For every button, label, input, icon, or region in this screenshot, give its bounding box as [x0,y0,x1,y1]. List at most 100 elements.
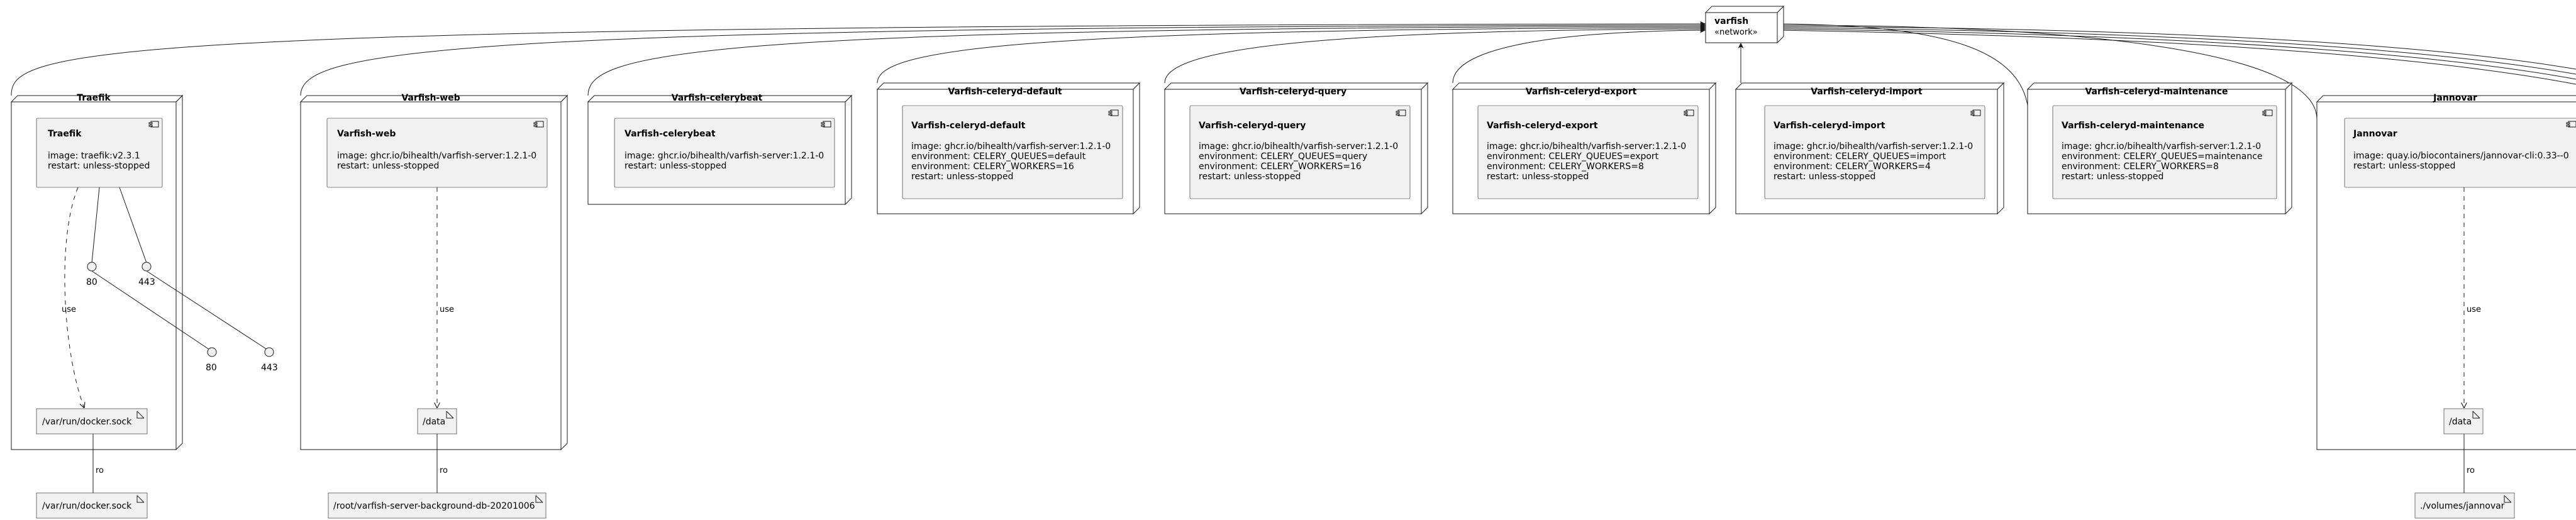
use-label: use [2467,305,2481,314]
port-label: 443 [138,277,155,287]
component-icon [148,121,159,128]
component-traefik: Traefik image: traefik:v2.3.1 restart: u… [36,118,163,188]
port-interface [87,262,97,272]
component-line: environment: CELERY_WORKERS=8 [1487,162,1644,172]
node-title: Varfish-celeryd-default [948,87,1062,97]
component-line: restart: unless-stopped [1199,172,1301,182]
node-title: Varfish-web [401,93,460,103]
component-icon [533,121,544,128]
component-line: restart: unless-stopped [1774,172,1875,182]
outer-port-interface [264,347,274,357]
port-interface [142,262,152,272]
node-traefik: Traefik Traefik image: traefik:v2.3.1 re… [10,93,184,451]
component-icon [2262,109,2273,116]
mount-label: ro [96,466,104,475]
node-title: Traefik [77,93,111,103]
volume-artifact: /data [2443,408,2484,434]
component-name: Varfish-celerybeat [625,129,716,139]
component-varfish-celeryd-default: Varfish-celeryd-default image: ghcr.io/b… [902,105,1123,199]
component-line: environment: CELERY_QUEUES=maintenance [2062,152,2263,162]
component-name: Traefik [48,129,82,139]
component-name: Varfish-celeryd-default [911,121,1026,131]
node-varfish-web: Varfish-web Varfish-web image: ghcr.io/b… [299,93,569,451]
component-icon [1684,109,1694,116]
node-title: Varfish-celeryd-maintenance [2085,87,2228,97]
component-varfish-celeryd-export: Varfish-celeryd-export image: ghcr.io/bi… [1477,105,1699,199]
component-name: Jannovar [2353,129,2397,139]
component-line: image: ghcr.io/bihealth/varfish-server:1… [2062,141,2261,152]
component-varfish-celeryd-import: Varfish-celeryd-import image: ghcr.io/bi… [1764,105,1985,199]
outer-port-label: 443 [261,363,278,373]
component-name: Varfish-celeryd-import [1774,121,1885,131]
component-line: environment: CELERY_WORKERS=8 [2062,162,2219,172]
node-varfish-celeryd-query: Varfish-celeryd-query Varfish-celeryd-qu… [1163,82,1429,215]
host-volume-artifact: /var/run/docker.sock [36,492,148,519]
mount-label: ro [440,466,448,475]
node-title: Varfish-celeryd-import [1811,87,1923,97]
component-varfish-celeryd-query: Varfish-celeryd-query image: ghcr.io/bih… [1189,105,1411,199]
component-line: image: quay.io/biocontainers/jannovar-cl… [2353,151,2569,161]
network-node-varfish: varfish «network» [1704,5,1785,44]
host-volume-path: /root/varfish-server-background-db-20201… [333,501,535,511]
host-volume-artifact: ./volumes/jannovar [2414,492,2515,519]
component-name: Varfish-celeryd-query [1199,121,1306,131]
component-varfish-celerybeat: Varfish-celerybeat image: ghcr.io/biheal… [614,118,835,188]
component-icon [1970,109,1981,116]
outer-port-interface [207,347,217,357]
node-title: Jannovar [2433,93,2477,103]
host-volume-path: ./volumes/jannovar [2420,501,2505,511]
component-line: restart: unless-stopped [48,161,150,171]
component-line: image: ghcr.io/bihealth/varfish-server:1… [911,141,1111,152]
component-icon [1396,109,1406,116]
component-line: environment: CELERY_WORKERS=16 [911,162,1074,172]
component-jannovar: Jannovar image: quay.io/biocontainers/ja… [2344,118,2576,188]
network-links [11,21,2576,120]
node-jannovar: Jannovar Jannovar image: quay.io/biocont… [2316,93,2576,450]
host-volume-artifact: /root/varfish-server-background-db-20201… [328,492,547,519]
component-line: restart: unless-stopped [911,172,1013,182]
component-line: environment: CELERY_QUEUES=query [1199,152,1367,162]
volume-path: /var/run/docker.sock [42,417,132,427]
node-varfish-celeryd-import: Varfish-celeryd-import Varfish-celeryd-i… [1735,82,2005,215]
node-varfish-celeryd-maintenance: Varfish-celeryd-maintenance Varfish-cele… [2026,82,2293,215]
component-line: restart: unless-stopped [337,161,439,171]
component-line: image: ghcr.io/bihealth/varfish-server:1… [1774,141,1973,152]
component-icon [2566,121,2576,128]
volume-artifact: /var/run/docker.sock [36,408,148,434]
component-line: image: ghcr.io/bihealth/varfish-server:1… [625,151,824,161]
node-title: Varfish-celerybeat [672,93,763,103]
component-line: restart: unless-stopped [2062,172,2163,182]
node-varfish-celeryd-default: Varfish-celeryd-default Varfish-celeryd-… [876,82,1141,215]
port-label: 80 [86,277,97,287]
volume-path: /data [423,417,445,427]
component-icon [1108,109,1119,116]
component-name: Varfish-web [337,129,396,139]
component-varfish-celeryd-maintenance: Varfish-celeryd-maintenance image: ghcr.… [2052,105,2277,199]
component-line: image: ghcr.io/bihealth/varfish-server:1… [1487,141,1686,152]
component-line: image: traefik:v2.3.1 [48,151,140,161]
node-title: Varfish-celeryd-query [1240,87,1346,97]
component-line: environment: CELERY_QUEUES=import [1774,152,1946,162]
use-label: use [62,305,76,314]
component-line: image: ghcr.io/bihealth/varfish-server:1… [1199,141,1398,152]
component-line: environment: CELERY_WORKERS=16 [1199,162,1362,172]
component-line: restart: unless-stopped [2353,161,2455,171]
component-name: Varfish-celeryd-maintenance [2062,121,2204,131]
component-icon [821,121,831,128]
component-line: restart: unless-stopped [625,161,726,171]
node-varfish-celeryd-export: Varfish-celeryd-export Varfish-celeryd-e… [1452,82,1717,215]
outer-port-label: 80 [206,363,217,373]
component-line: image: ghcr.io/bihealth/varfish-server:1… [337,151,536,161]
host-volume-path: /var/run/docker.sock [42,501,132,511]
component-line: environment: CELERY_WORKERS=4 [1774,162,1931,172]
volume-path: /data [2449,417,2472,427]
component-line: environment: CELERY_QUEUES=default [911,152,1086,162]
mount-label: ro [2467,466,2475,475]
network-name: varfish [1714,16,1748,26]
node-title: Varfish-celeryd-export [1526,87,1637,97]
use-label: use [440,305,454,314]
node-varfish-celerybeat: Varfish-celerybeat Varfish-celerybeat im… [587,93,853,206]
component-varfish-web: Varfish-web image: ghcr.io/bihealth/varf… [326,118,548,188]
component-name: Varfish-celeryd-export [1487,121,1598,131]
